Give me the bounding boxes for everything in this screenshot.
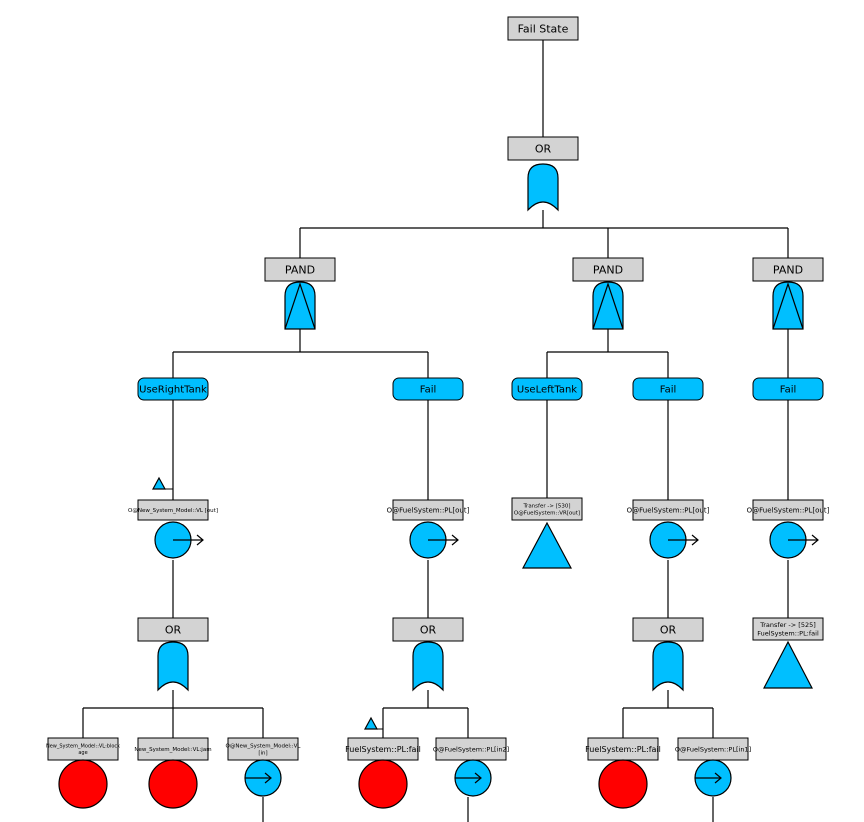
node-label: OR [535, 142, 552, 155]
node-label: O@FuelSystem::PL[out] [747, 506, 830, 514]
node-label: OR [420, 623, 437, 636]
transfer-label-box: Transfer -> [525]FuelSystem::PL:fail [752, 617, 824, 641]
basic-event-label-box: New_System_Model::VL:jam [134, 737, 212, 761]
event-fail: Fail [752, 377, 824, 401]
node-label: PAND [285, 263, 315, 276]
pand-gate-shape [284, 281, 316, 330]
output-label-box: O@New_System_Model::VL [out] [128, 499, 218, 521]
input-label-box: O@FuelSystem::PL[in1] [675, 737, 751, 761]
node-label: O@New_System_Model::VL [out] [128, 508, 218, 514]
transfer-triangle-icon [763, 640, 813, 689]
node-label: O@FuelSystem::PL[out] [627, 506, 710, 514]
transfer-label-box: Transfer -> [530]O@FuelSystem::VR[out] [511, 497, 583, 521]
transfer-triangle-icon [522, 521, 572, 569]
node-label: age [78, 750, 87, 756]
node-label: PAND [773, 263, 803, 276]
node-label: OR [660, 623, 677, 636]
basic-event-label-box: FuelSystem::PL:fail [585, 737, 661, 761]
node-label: Fail [660, 385, 677, 396]
gate-label-pand: PAND [752, 257, 824, 282]
event-use-right-tank: UseRightTank [137, 377, 209, 401]
node-label: Transfer -> [530] [523, 503, 571, 509]
output-port-icon [649, 521, 699, 559]
or-gate-shape [412, 641, 444, 692]
basic-event-label-box: FuelSystem::PL:fail [345, 737, 421, 761]
or-gate-shape [527, 163, 559, 212]
node-label: Fail [420, 385, 437, 396]
output-port-icon [154, 521, 204, 559]
top-event-box: Fail State [507, 16, 579, 41]
node-label: PAND [593, 263, 623, 276]
node-label: Fail State [518, 22, 569, 35]
node-label: New_System_Model::VL:jam [134, 747, 211, 753]
output-port-icon [409, 521, 459, 559]
gate-label-pand: PAND [264, 257, 336, 282]
output-label-box: O@FuelSystem::PL[out] [627, 499, 710, 521]
node-label: FuelSystem::PL:fail [585, 745, 661, 754]
node-label: UseLeftTank [517, 385, 577, 396]
gate-label-or: OR [507, 136, 579, 161]
basic-event-circle [598, 759, 648, 809]
node-label: O@FuelSystem::PL[in2] [433, 745, 509, 753]
or-gate-shape [652, 641, 684, 692]
event-fail: Fail [392, 377, 464, 401]
small-transfer-triangle-icon [151, 476, 167, 490]
or-gate-shape [157, 641, 189, 692]
input-label-box: O@FuelSystem::PL[in2] [433, 737, 509, 761]
output-label-box: O@FuelSystem::PL[out] [747, 499, 830, 521]
input-port-icon [454, 759, 492, 797]
output-port-icon [769, 521, 819, 559]
node-label: O@FuelSystem::VR[out] [514, 510, 580, 516]
event-use-left-tank: UseLeftTank [511, 377, 583, 401]
basic-event-circle [58, 759, 108, 809]
node-label: New_System_Model::VL:block [46, 744, 120, 750]
gate-label-or: OR [392, 617, 464, 642]
gate-label-or: OR [632, 617, 704, 642]
output-label-box: O@FuelSystem::PL[out] [387, 499, 470, 521]
gate-label-or: OR [137, 617, 209, 642]
node-label: OR [165, 623, 182, 636]
small-transfer-triangle-icon [363, 716, 379, 730]
input-label-box: O@New_System_Model::VL[in] [226, 737, 302, 761]
gate-shapes [157, 163, 804, 692]
gate-label-pand: PAND [572, 257, 644, 282]
node-label: O@FuelSystem::PL[out] [387, 506, 470, 514]
event-fail: Fail [632, 377, 704, 401]
pand-gate-shape [772, 281, 804, 330]
node-label: Fail [780, 385, 797, 396]
node-label: O@FuelSystem::PL[in1] [675, 745, 751, 753]
input-port-icon [694, 759, 732, 797]
node-label: [in] [258, 750, 267, 756]
node-label: Transfer -> [525] [759, 621, 816, 629]
pand-gate-shape [592, 281, 624, 330]
node-label: FuelSystem::PL:fail [345, 745, 421, 754]
node-label: UseRightTank [139, 385, 207, 396]
connector-lines [82, 40, 789, 822]
input-port-icon [244, 759, 282, 797]
basic-event-circle [148, 759, 198, 809]
node-label: O@New_System_Model::VL [226, 743, 302, 749]
basic-event-circle [358, 759, 408, 809]
node-label: FuelSystem::PL:fail [757, 629, 819, 637]
